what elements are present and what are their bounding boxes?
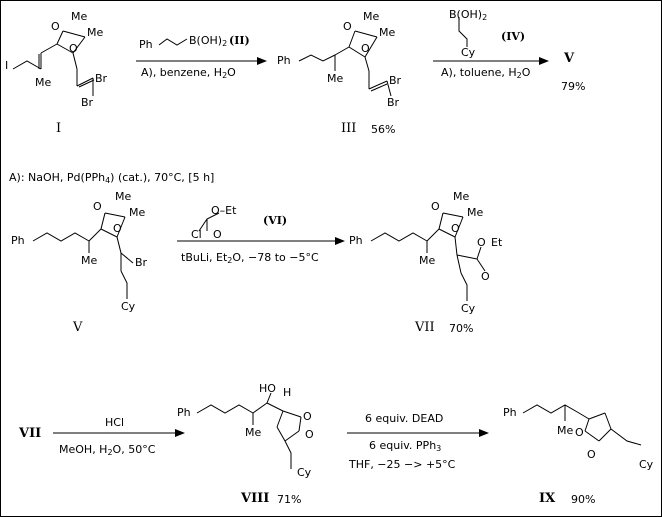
bromo-label: Br (389, 74, 402, 87)
bromo-label: Br (95, 72, 108, 85)
bromo-label: Br (387, 96, 400, 109)
reagent-VI-label: (VI) (263, 214, 288, 227)
methyl-label: Me (81, 254, 98, 267)
dioxolane-o-label: O (113, 222, 122, 235)
methyl-label: Me (467, 206, 484, 219)
hydroxyl-label: HO (259, 382, 276, 395)
methyl-label: Me (327, 72, 344, 85)
carbonyl-o-label: O (213, 228, 222, 241)
iodo-atom-label: I (5, 59, 9, 72)
ethyl-label: Et (491, 236, 503, 249)
ethoxy-label: O–Et (211, 204, 237, 217)
carbonyl-o-label: O (587, 448, 596, 461)
methyl-label: Me (363, 10, 380, 23)
dioxolane-o-label: O (93, 200, 102, 213)
phenyl-label: Ph (349, 234, 363, 247)
ester-o-label: O (477, 236, 486, 249)
phenyl-label: Ph (503, 406, 517, 419)
methyl-label: Me (129, 206, 146, 219)
product-V-yield: 79% (561, 80, 586, 93)
cyclohexyl-label: Cy (639, 458, 654, 471)
compound-III-structure (298, 30, 392, 97)
chloro-label: Cl (191, 228, 202, 241)
phenyl-label: Ph (177, 406, 191, 419)
compound-VIII-label: VIII (241, 491, 270, 506)
reagent-II-label: (II) (229, 34, 250, 47)
step4-conditions: MeOH, H2O, 50°C (59, 443, 156, 457)
bromo-label: Br (135, 256, 148, 269)
compound-I-label: I (56, 121, 62, 136)
lactone-o-label: O (303, 410, 312, 423)
step2-conditions: A), toluene, H2O (441, 66, 531, 80)
compound-V-structure (32, 212, 134, 299)
compound-IX-structure (522, 404, 642, 446)
compound-V-label: V (73, 320, 83, 335)
reagent-IV-label: (IV) (501, 30, 526, 43)
dioxolane-o-label: O (69, 42, 78, 55)
methyl-label: Me (245, 426, 262, 439)
carbonyl-o-label: O (481, 270, 490, 283)
dioxolane-o-label: O (343, 20, 352, 33)
starting-VII-label: VII (19, 426, 42, 441)
conditions-footnote: A): NaOH, Pd(PPh4) (cat.), 70°C, [5 h] (9, 171, 215, 185)
phenyl-label: Ph (139, 38, 153, 51)
cyclohexyl-label: Cy (461, 46, 476, 59)
step3-conditions: tBuLi, Et2O, −78 to −5°C (181, 251, 319, 265)
compound-III-label: III (341, 121, 357, 136)
cyclohexyl-label: Cy (461, 302, 476, 315)
bromo-label: Br (81, 96, 94, 109)
compound-VII-label: VII (415, 320, 435, 335)
step5-reagent-pph3: 6 equiv. PPh3 (369, 439, 442, 453)
product-V-label: V (564, 51, 575, 66)
dioxolane-o-label: O (361, 42, 370, 55)
methyl-label: Me (71, 10, 88, 23)
dioxolane-o-label: O (51, 20, 60, 33)
step4-reagent: HCl (105, 416, 125, 429)
methyl-label: Me (419, 254, 436, 267)
methyl-label: Me (453, 190, 470, 203)
compound-III-yield: 56% (371, 123, 396, 136)
compound-VIII-structure (196, 392, 302, 469)
compound-VII-structure (370, 212, 486, 301)
compound-IX-yield: 90% (571, 493, 596, 506)
step1-conditions: A), benzene, H2O (141, 66, 236, 80)
cyclohexyl-label: Cy (297, 466, 312, 479)
hydrogen-label: H (283, 386, 292, 399)
cyclohexyl-label: Cy (121, 300, 136, 313)
compound-VIII-yield: 71% (277, 493, 302, 506)
boronic-acid-label: B(OH)2 (189, 34, 228, 48)
carbonyl-o-label: O (305, 428, 314, 441)
compound-I-structure (12, 30, 95, 96)
methyl-label: Me (379, 26, 396, 39)
dioxolane-o-label: O (431, 200, 440, 213)
methyl-label: Me (115, 190, 132, 203)
compound-IX-label: IX (539, 491, 556, 506)
compound-VII-yield: 70% (449, 322, 474, 335)
lactone-o-label: O (575, 426, 584, 439)
phenyl-label: Ph (11, 234, 25, 247)
phenyl-label: Ph (277, 54, 291, 67)
methyl-label: Me (35, 76, 52, 89)
step5-conditions: THF, −25 −> +5°C (349, 458, 456, 471)
dioxolane-o-label: O (451, 222, 460, 235)
boronic-acid-label: B(OH)2 (449, 8, 488, 22)
step5-reagent-dead: 6 equiv. DEAD (365, 412, 444, 425)
methyl-label: Me (557, 424, 574, 437)
methyl-label: Me (87, 26, 104, 39)
